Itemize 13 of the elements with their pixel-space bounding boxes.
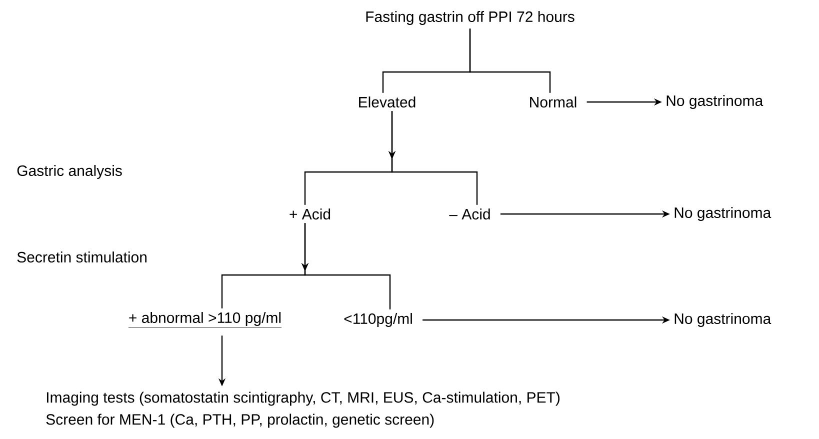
step-text: <110pg/ml [344,313,412,327]
step-label: Gastric analysis [17,165,122,179]
result-text: + abnormal >110 pg/ml [128,312,282,328]
step-text: Normal [530,96,576,108]
step-text: + Acid [290,208,330,220]
step-text: Fasting gastrin off PPI 72 hours [366,11,574,25]
step-label: Secretin stimulation [17,252,146,262]
step-text: No gastrinoma [674,207,772,221]
step-text: Elevated [359,96,416,108]
step-text: No gastrinoma [674,313,772,327]
result-text: Imaging tests (somatostatin scintigraphy, CT, MRI, EUS, Ca-stimulation, PET) Screen for MEN-1 (Ca, PTH, PP, prolactin, genetic screen) [46,392,560,428]
step-text: – Acid [449,208,490,220]
step-text: No gastrinoma [666,95,764,109]
